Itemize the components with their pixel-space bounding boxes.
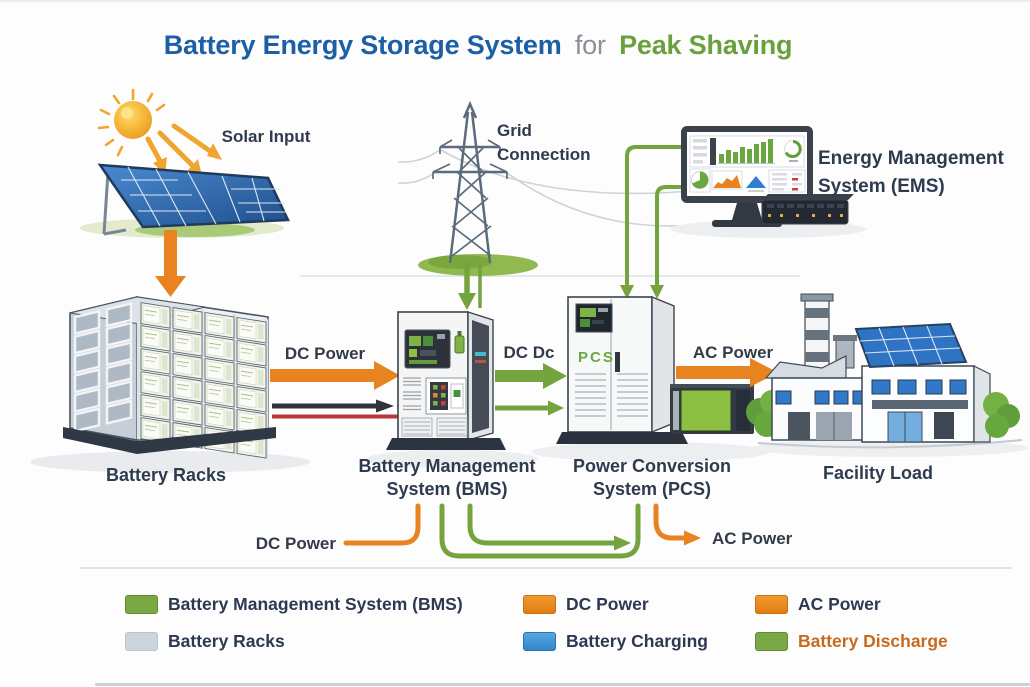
solar-input-label: Solar Input xyxy=(222,127,311,146)
dc-power-bottom-line xyxy=(343,503,421,546)
legend-swatch-battery-racks xyxy=(125,632,158,651)
legend-label-battery-charging: Battery Charging xyxy=(566,631,708,651)
dc-power-bottom-label: DC Power xyxy=(256,534,337,553)
dc-power-arrow xyxy=(270,361,400,390)
dc-power-top-label: DC Power xyxy=(285,344,366,363)
pcs-cabinet-icon: PCS xyxy=(532,295,768,462)
power-lines xyxy=(300,149,800,277)
grid-label-line2: Connection xyxy=(497,145,591,164)
bms-label-line1: Battery Management xyxy=(358,456,535,476)
legend-item-dc-power: DC Power xyxy=(523,594,755,615)
dc-dc-arrows xyxy=(495,363,567,416)
pcs-inverter-unit xyxy=(670,384,754,434)
pcs-cabinet-tag: PCS xyxy=(578,349,615,366)
title-main: Battery Energy Storage System xyxy=(163,30,562,60)
ems-server-icon xyxy=(761,194,854,225)
legend-swatch-bms xyxy=(125,595,158,614)
grid-label-line1: Grid xyxy=(497,121,532,140)
ems-bar-chart xyxy=(719,139,773,163)
page-title: Battery Energy Storage System for Peak S… xyxy=(0,30,993,61)
grid-to-bms-arrow xyxy=(458,262,482,310)
legend-swatch-ac-power xyxy=(755,595,788,614)
ac-power-bottom-line xyxy=(653,503,687,541)
legend-item-battery-discharge: Battery Discharge xyxy=(755,631,1005,652)
bottom-border xyxy=(95,683,1030,686)
legend-swatch-battery-charging xyxy=(523,632,556,651)
bms-pcs-inner-line xyxy=(467,503,617,546)
battery-racks-label: Battery Racks xyxy=(106,465,226,485)
legend-label-ac-power: AC Power xyxy=(798,594,881,614)
bms-label-line2: System (BMS) xyxy=(386,479,507,499)
legend-swatch-dc-power xyxy=(523,595,556,614)
legend-item-bms: Battery Management System (BMS) xyxy=(125,594,523,615)
battery-racks-icon xyxy=(30,295,310,473)
legend-swatch-battery-discharge xyxy=(755,632,788,651)
dc-dc-label: DC Dc xyxy=(503,343,554,362)
legend-label-battery-discharge: Battery Discharge xyxy=(798,631,948,651)
ac-power-arrow xyxy=(676,358,778,387)
ems-monitor-icon xyxy=(670,126,866,238)
bottom-flow-lines xyxy=(343,503,701,559)
ems-label-line2: System (EMS) xyxy=(818,176,945,197)
legend-divider xyxy=(80,567,1012,569)
rooftop-solar-icon xyxy=(854,322,968,369)
legend-item-ac-power: AC Power xyxy=(755,594,1005,615)
title-connector: for xyxy=(574,30,606,60)
pcs-label-line2: System (PCS) xyxy=(593,479,711,499)
legend-label-dc-power: DC Power xyxy=(566,594,649,614)
solar-to-racks-arrow xyxy=(155,230,186,297)
ac-power-bottom-label: AC Power xyxy=(712,529,793,548)
sun-ray-arrows xyxy=(145,123,222,176)
top-border xyxy=(0,0,1030,2)
tree-icon xyxy=(983,392,1020,438)
pcs-label-line1: Power Conversion xyxy=(573,456,731,476)
sun-icon xyxy=(97,88,166,157)
legend-item-battery-racks: Battery Racks xyxy=(125,631,523,652)
ac-power-top-label: AC Power xyxy=(693,343,774,362)
solar-panel-icon xyxy=(80,163,290,238)
bms-cabinet-icon xyxy=(366,311,538,468)
legend-label-battery-racks: Battery Racks xyxy=(168,631,285,651)
black-dc-line xyxy=(272,399,406,413)
legend-item-battery-charging: Battery Charging xyxy=(523,631,755,652)
title-highlight: Peak Shaving xyxy=(619,30,793,60)
grid-tower-icon xyxy=(418,100,538,276)
ems-label-line1: Energy Management xyxy=(818,148,1004,169)
facility-icon xyxy=(746,293,1028,457)
facility-load-label: Facility Load xyxy=(823,463,933,483)
legend-label-bms: Battery Management System (BMS) xyxy=(168,594,463,614)
bms-pcs-outer-line xyxy=(439,503,641,559)
legend: Battery Management System (BMS) DC Power… xyxy=(125,586,1005,660)
